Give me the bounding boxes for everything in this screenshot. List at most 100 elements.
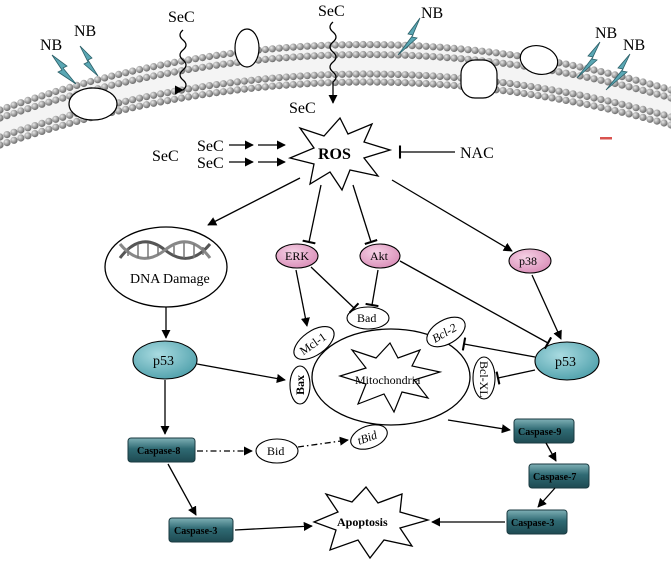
lipid-head	[506, 60, 514, 68]
lipid-head	[380, 51, 388, 59]
lipid-head	[569, 98, 577, 106]
lipid-head	[59, 85, 67, 93]
lipid-head	[150, 72, 158, 80]
lipid-head	[136, 102, 144, 110]
nb-label-4: NB	[595, 25, 617, 42]
caspase9-label: Caspase-9	[518, 427, 561, 438]
lipid-head	[115, 80, 123, 88]
lipid-head	[17, 107, 25, 115]
nb-label-3: NB	[421, 5, 443, 22]
lipid-head	[177, 86, 186, 94]
lipid-head	[198, 91, 207, 99]
lipid-head	[394, 78, 402, 87]
lipid-head	[478, 47, 486, 55]
membrane-protein-4	[519, 45, 559, 75]
lipid-head	[408, 51, 416, 60]
lipid-head	[604, 78, 612, 86]
lipid-head	[457, 45, 465, 53]
lipid-head	[10, 136, 18, 144]
lipid-head	[324, 71, 332, 79]
caspase7-label: Caspase-7	[533, 472, 576, 483]
lipid-head	[345, 41, 353, 49]
lipid-head	[10, 128, 18, 136]
lipid-head	[380, 78, 388, 86]
lipid-head	[10, 101, 18, 109]
caspase8-box	[127, 437, 196, 463]
lipid-head	[352, 70, 360, 78]
lipid-head	[157, 90, 165, 98]
p53-right-node	[534, 341, 600, 381]
lipid-head	[24, 124, 32, 132]
lipid-head	[331, 41, 339, 49]
lipid-head	[646, 107, 654, 115]
bad-label: Bad	[357, 311, 376, 325]
lipid-head	[373, 70, 381, 78]
lipid-head	[170, 87, 179, 95]
lipid-head	[59, 121, 67, 129]
lipid-head	[219, 60, 227, 68]
lipid-head	[150, 91, 158, 99]
lipid-head	[191, 92, 200, 100]
lipid-head	[345, 70, 353, 78]
caspase3-right-label: Caspase-3	[511, 518, 554, 529]
lipid-head	[136, 94, 144, 102]
lipid-head	[198, 83, 207, 91]
lipid-head	[45, 90, 53, 98]
lipid-head	[3, 103, 11, 112]
lipid-head	[457, 55, 465, 63]
lipid-head	[359, 50, 367, 59]
bax-label: Bax	[293, 375, 307, 395]
erk-node	[275, 243, 319, 269]
lipid-head	[303, 42, 311, 50]
lipid-head	[296, 72, 304, 80]
lipid-head	[101, 74, 109, 82]
lipid-head	[576, 63, 584, 71]
lipid-head	[653, 109, 661, 117]
lipid-head	[136, 75, 144, 83]
lipid-head	[513, 88, 521, 97]
sec-left-label: SeC	[152, 148, 179, 165]
mitochondria-label: Mitochondria	[355, 373, 421, 387]
lipid-head	[604, 97, 612, 105]
lipid-head	[170, 68, 179, 76]
lipid-head	[422, 42, 430, 50]
lipid-head	[415, 79, 423, 87]
lipid-head	[24, 132, 32, 140]
lipid-head	[17, 134, 25, 142]
lipid-head	[3, 131, 11, 139]
lipid-head	[226, 49, 234, 58]
lipid-head	[10, 109, 18, 117]
lipid-head	[583, 73, 591, 81]
lipid-head	[625, 74, 633, 82]
sec-arrow-label-1: SeC	[197, 138, 224, 155]
lipid-head	[443, 44, 451, 52]
lipid-head	[24, 96, 32, 104]
lipid-head	[422, 80, 430, 88]
p53-left-label: p53	[153, 354, 174, 369]
lipid-head	[87, 77, 95, 86]
lipid-head	[31, 94, 39, 102]
lipid-head	[366, 41, 374, 49]
lipid-head	[422, 72, 430, 80]
nb-label-5: NB	[623, 37, 645, 54]
lipid-head	[38, 119, 46, 127]
lipid-head	[541, 93, 549, 101]
lipid-head	[352, 41, 360, 49]
lipid-head	[667, 86, 671, 94]
lipid-head	[597, 95, 605, 104]
lipid-head	[24, 105, 32, 113]
lipid-head	[268, 45, 276, 53]
lipid-head	[59, 94, 67, 102]
lipid-head	[380, 41, 388, 49]
lipid-head	[499, 79, 507, 87]
lipid-head	[506, 79, 514, 88]
lipid-head	[667, 94, 671, 102]
lipid-head	[660, 92, 668, 100]
lipid-head	[0, 141, 4, 149]
red-mark	[600, 137, 612, 140]
lipid-head	[177, 94, 186, 102]
lipid-head	[359, 40, 367, 49]
lipid-head	[226, 79, 234, 87]
lipid-head	[632, 76, 640, 84]
nb-bolt-1	[51, 54, 77, 85]
